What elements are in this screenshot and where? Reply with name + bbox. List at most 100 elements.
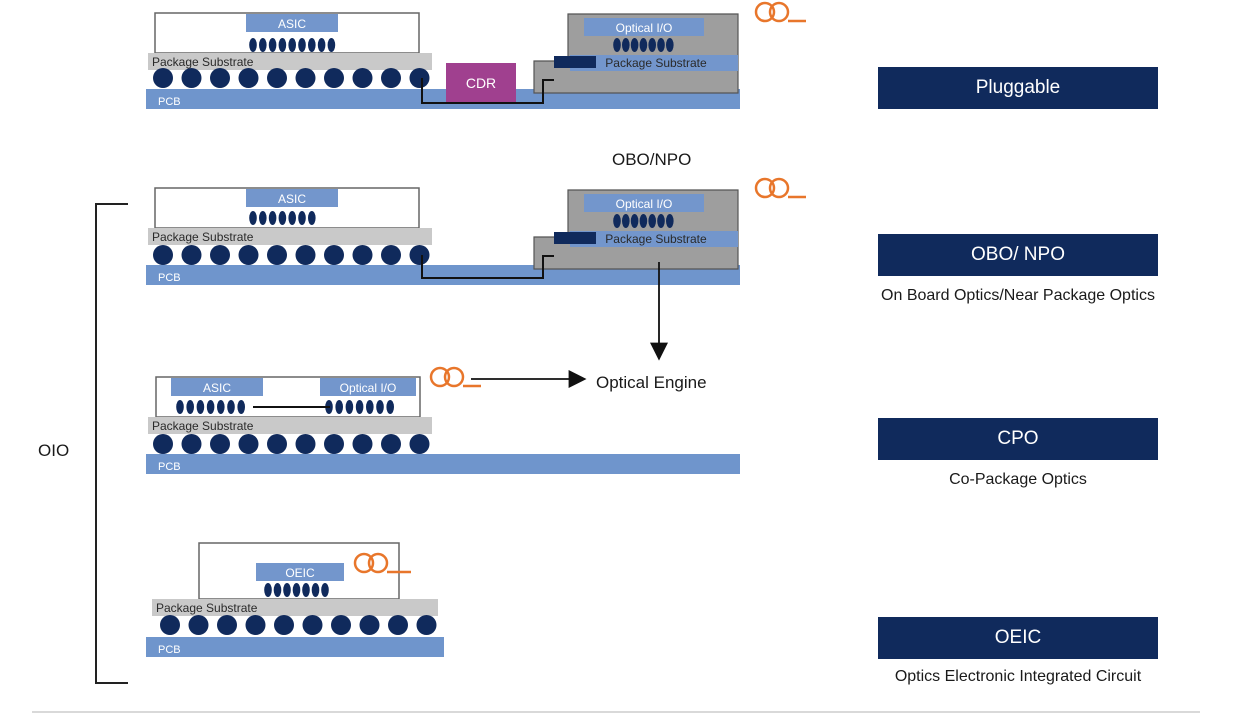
micro-bump (622, 38, 630, 52)
module-substrate-label: Package Substrate (605, 232, 707, 246)
solder-ball (267, 434, 287, 454)
asic-chip-label: ASIC (278, 192, 306, 206)
micro-bump (386, 400, 395, 414)
pcb-board (146, 89, 740, 109)
cdr-chip (446, 63, 516, 102)
module-connector (554, 232, 596, 244)
solder-ball (331, 615, 351, 635)
category-box-oeic: OEIC (878, 617, 1158, 659)
asic-chip-label: ASIC (278, 17, 306, 31)
solder-ball (210, 434, 230, 454)
category-caption-obo-npo: On Board Optics/Near Package Optics (881, 287, 1155, 304)
micro-bump (308, 211, 316, 225)
micro-bump (648, 214, 656, 228)
solder-ball (381, 245, 401, 265)
asic-chip-label: ASIC (203, 381, 231, 395)
package-substrate (148, 417, 432, 434)
asic-chip (171, 378, 263, 396)
pcb-board (146, 265, 740, 285)
micro-bump (268, 38, 277, 52)
micro-bump (327, 38, 336, 52)
micro-bump (376, 400, 384, 414)
micro-bump (288, 211, 297, 225)
micro-bump (335, 400, 344, 414)
micro-bump (273, 583, 282, 597)
solder-ball (409, 245, 430, 265)
solder-ball (238, 245, 259, 265)
solder-ball (324, 245, 344, 265)
micro-bump (186, 400, 194, 414)
fiber-coil-icon (353, 552, 375, 574)
solder-ball (295, 245, 316, 265)
category-caption-oeic: Optics Electronic Integrated Circuit (894, 668, 1142, 685)
micro-bump (237, 400, 245, 414)
optical-io-chip (320, 378, 416, 396)
solder-ball (295, 68, 316, 88)
pcb-board (146, 454, 740, 474)
solder-ball (160, 615, 180, 635)
solder-ball (153, 245, 173, 265)
solder-ball (274, 615, 294, 635)
micro-bump (308, 38, 316, 52)
package-substrate (148, 228, 432, 245)
micro-bump (321, 583, 329, 597)
micro-bump (217, 400, 225, 414)
category-box-cpo: CPO (878, 418, 1158, 460)
micro-bump (666, 214, 674, 228)
micro-bump (345, 400, 354, 414)
category-caption-cpo: Co-Package Optics (949, 471, 1087, 488)
micro-bump (302, 583, 310, 597)
solder-ball (381, 68, 401, 88)
package-substrate (148, 53, 432, 70)
solder-ball (217, 615, 237, 635)
solder-ball (153, 434, 173, 454)
micro-bump (657, 38, 665, 52)
micro-bump (298, 38, 306, 52)
micro-bump (639, 38, 648, 52)
module-connector (554, 56, 596, 68)
optical-engine-label: Optical Engine (596, 373, 707, 392)
solder-ball (210, 245, 230, 265)
solder-ball (153, 68, 173, 88)
obo-npo-heading: OBO/NPO (612, 150, 692, 169)
module-substrate (570, 55, 738, 71)
solder-ball (238, 434, 259, 454)
fiber-coil-icon (754, 1, 776, 23)
solder-ball (181, 68, 202, 88)
micro-bump (278, 38, 287, 52)
micro-bump (278, 211, 287, 225)
solder-ball (245, 615, 266, 635)
micro-bump (639, 214, 648, 228)
solder-ball (359, 615, 380, 635)
micro-bump (283, 583, 291, 597)
micro-bump (264, 583, 272, 597)
solder-ball (352, 434, 373, 454)
solder-ball (409, 68, 430, 88)
micro-bump (292, 583, 301, 597)
micro-bump (657, 214, 665, 228)
solder-ball (181, 245, 202, 265)
solder-ball (352, 68, 373, 88)
package-substrate-label: Package Substrate (152, 230, 254, 244)
micro-bump (613, 214, 621, 228)
pcb-label: PCB (158, 96, 181, 108)
package-substrate (152, 599, 438, 616)
solder-ball (267, 68, 287, 88)
optical-io-chip (584, 18, 704, 36)
optical-io-chip-label: Optical I/O (616, 21, 673, 35)
fiber-coil-icon (367, 552, 389, 574)
solder-ball (295, 434, 316, 454)
solder-ball (238, 68, 259, 88)
micro-bump (268, 211, 277, 225)
micro-bump (317, 38, 326, 52)
package-substrate-label: Package Substrate (156, 601, 258, 615)
oeic-chip-label: OEIC (285, 566, 315, 580)
micro-bump (259, 38, 267, 52)
micro-bump (622, 214, 630, 228)
solder-ball (188, 615, 209, 635)
category-box-obo-npo: OBO/ NPO (878, 234, 1158, 276)
optical-io-chip-label: Optical I/O (616, 197, 673, 211)
micro-bump (249, 211, 257, 225)
category-box-pluggable: Pluggable (878, 67, 1158, 109)
